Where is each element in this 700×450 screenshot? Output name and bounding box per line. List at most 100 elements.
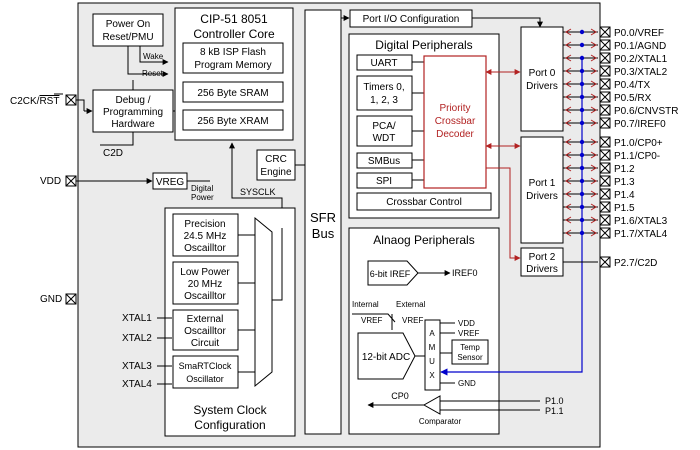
svg-text:8 kB ISP Flash: 8 kB ISP Flash	[200, 47, 266, 58]
pin-pad-cross	[599, 162, 611, 174]
pin-arrow	[590, 164, 597, 172]
svg-text:Timers 0,: Timers 0,	[363, 82, 404, 93]
pin-arrow	[565, 190, 572, 198]
svg-text:PCA/: PCA/	[372, 121, 396, 132]
pin-label: P0.4/TX	[614, 80, 650, 91]
analog-peripherals: Alnaog Peripherals 6-bit IREF IREF0 Inte…	[348, 227, 564, 435]
pin-pad-cross	[599, 26, 611, 38]
svg-text:Decoder: Decoder	[436, 129, 474, 140]
pin-arrow	[590, 203, 597, 211]
svg-text:Circuit: Circuit	[191, 338, 220, 349]
crc-engine: CRC Engine	[256, 149, 305, 181]
svg-text:VREF: VREF	[402, 316, 423, 325]
svg-text:Oscailltor: Oscailltor	[184, 291, 226, 302]
pin-arrow	[590, 54, 597, 62]
svg-text:VREF: VREF	[458, 329, 479, 338]
amux-node	[579, 191, 585, 197]
pin-label: P0.2/XTAL1	[614, 54, 668, 65]
svg-text:Low Power: Low Power	[180, 267, 230, 278]
svg-text:VREF: VREF	[361, 316, 382, 325]
svg-text:Hardware: Hardware	[111, 119, 155, 130]
svg-text:VDD: VDD	[40, 176, 61, 187]
svg-text:12-bit ADC: 12-bit ADC	[362, 352, 410, 363]
svg-text:Oscillator: Oscillator	[186, 374, 224, 384]
pin-arrow	[590, 151, 597, 159]
svg-text:1, 2, 3: 1, 2, 3	[370, 95, 398, 106]
amux-node	[579, 217, 585, 223]
svg-text:CRC: CRC	[265, 154, 287, 165]
svg-text:SMBus: SMBus	[368, 156, 400, 167]
pin-arrow	[565, 80, 572, 88]
svg-text:20 MHz: 20 MHz	[188, 279, 222, 290]
pin-arrow	[590, 229, 597, 237]
svg-text:GND: GND	[40, 294, 62, 305]
svg-text:Program Memory: Program Memory	[194, 60, 271, 71]
pin-arrow	[565, 151, 572, 159]
pin-label: P0.0/VREF	[614, 28, 664, 39]
amux-node	[579, 68, 585, 74]
pin-arrow	[590, 216, 597, 224]
right-pins: P0.0/VREFP0.1/AGNDP0.2/XTAL1P0.3/XTAL2P0…	[563, 26, 678, 269]
amux-node	[579, 120, 585, 126]
pin-arrow	[590, 106, 597, 114]
pin-arrow	[590, 138, 597, 146]
svg-text:XTAL2: XTAL2	[122, 333, 152, 344]
svg-text:Engine: Engine	[260, 167, 292, 178]
svg-text:Oscailltor: Oscailltor	[184, 326, 226, 337]
svg-text:Debug /: Debug /	[115, 95, 150, 106]
svg-text:256 Byte SRAM: 256 Byte SRAM	[197, 88, 268, 99]
pin-arrow	[590, 80, 597, 88]
svg-text:Internal: Internal	[352, 300, 379, 309]
amux-node	[579, 107, 585, 113]
pin-arrow	[565, 216, 572, 224]
svg-text:Configuration: Configuration	[194, 418, 265, 432]
svg-text:XTAL4: XTAL4	[122, 379, 152, 390]
svg-text:SFR: SFR	[310, 210, 336, 225]
pin-arrow	[590, 190, 597, 198]
pin-label: P0.5/RX	[614, 93, 652, 104]
pin-pad-cross	[599, 91, 611, 103]
svg-text:GND: GND	[458, 379, 476, 388]
amux-node	[579, 81, 585, 87]
svg-text:Oscailltor: Oscailltor	[184, 243, 226, 254]
svg-text:VREG: VREG	[156, 177, 185, 188]
pin-arrow	[565, 67, 572, 75]
svg-text:External: External	[396, 300, 426, 309]
svg-text:P1.0: P1.0	[545, 396, 564, 406]
svg-text:Digital: Digital	[191, 184, 213, 193]
digital-peripherals: Digital Peripherals UART Timers 0, 1, 2,…	[348, 33, 521, 261]
pin-label: P1.1/CP0-	[614, 151, 660, 162]
left-pins: C2CK/RST VDD GND	[10, 93, 85, 305]
svg-text:Drivers: Drivers	[526, 264, 558, 275]
svg-text:XTAL3: XTAL3	[122, 361, 152, 372]
svg-text:SPI: SPI	[376, 176, 392, 187]
svg-text:Power On: Power On	[106, 19, 150, 30]
pin-label: P0.3/XTAL2	[614, 67, 668, 78]
vreg-block: VREG Digital Power	[84, 172, 214, 202]
pin-arrow	[565, 54, 572, 62]
pin-arrow	[565, 164, 572, 172]
pin-pad-cross	[599, 104, 611, 116]
pin-pad-cross	[599, 117, 611, 129]
amux-node	[579, 230, 585, 236]
pin-arrow	[565, 177, 572, 185]
svg-text:Priority: Priority	[439, 103, 470, 114]
pin-pad-cross	[599, 52, 611, 64]
pin-pad-cross	[599, 188, 611, 200]
pin-arrow	[590, 93, 597, 101]
amux-node	[579, 204, 585, 210]
svg-text:Port 2: Port 2	[529, 252, 556, 263]
svg-text:Crossbar Control: Crossbar Control	[386, 197, 462, 208]
pin-pad-cross	[599, 78, 611, 90]
svg-text:IREF0: IREF0	[452, 268, 478, 278]
amux-node	[579, 139, 585, 145]
pin-arrow	[565, 138, 572, 146]
svg-text:C2CK/RST: C2CK/RST	[10, 96, 59, 107]
svg-text:Port 1: Port 1	[529, 178, 556, 189]
svg-text:M: M	[429, 343, 436, 352]
svg-text:Controller Core: Controller Core	[193, 27, 275, 41]
pin-label: P1.6/XTAL3	[614, 216, 668, 227]
pin-arrow	[565, 41, 572, 49]
system-clock: Precision 24.5 MHz Oscailltor Low Power …	[122, 207, 296, 437]
svg-text:External: External	[187, 314, 224, 325]
